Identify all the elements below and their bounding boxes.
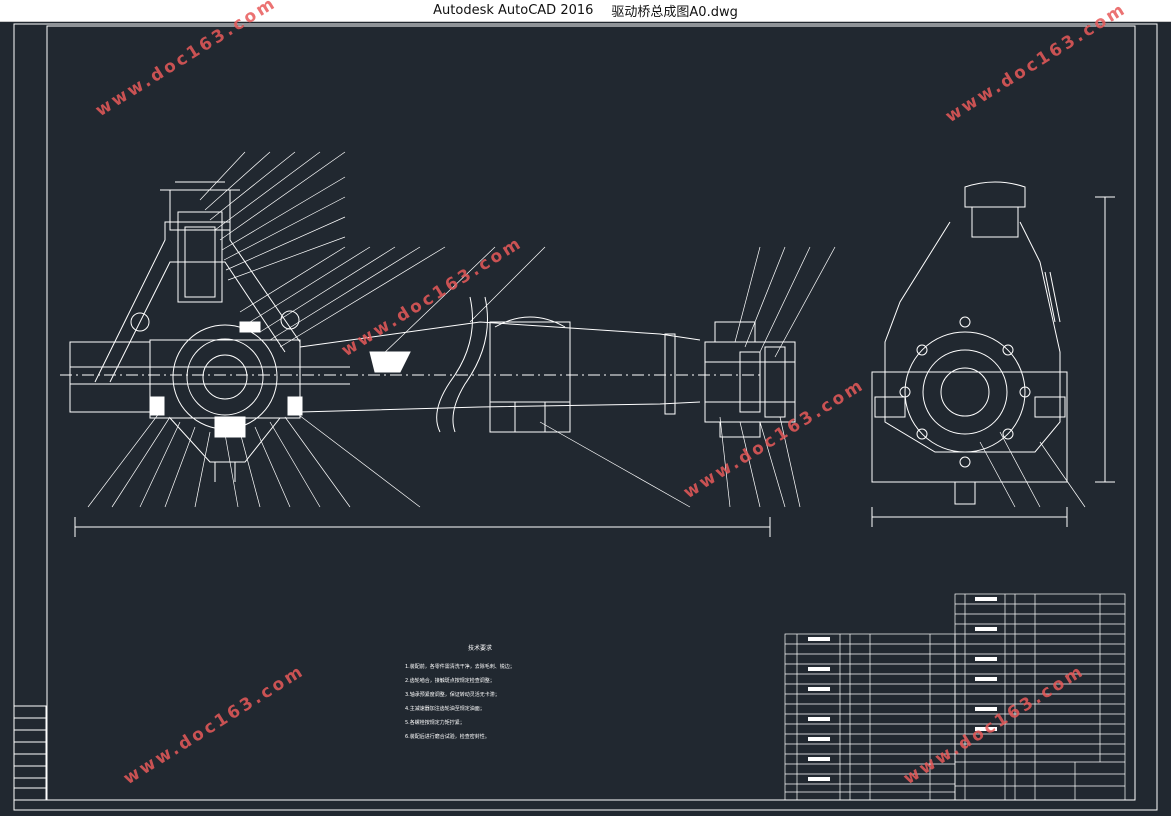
bom-table-left <box>784 633 956 801</box>
app-title: Autodesk AutoCAD 2016 <box>433 3 594 18</box>
notes-line-2: 2.齿轮啮合，接触斑点按规定检查调整； <box>405 677 495 684</box>
notes-line-4: 4.主减速器加注齿轮油至规定油面； <box>405 705 485 712</box>
axle-side-view <box>871 181 1115 527</box>
technical-notes: 技术要求 1.装配前，各零件需清洗干净，去除毛刺、锐边； 2.齿轮啮合，接触斑点… <box>405 644 515 740</box>
inner-frame <box>46 25 1136 801</box>
left-stamp-table <box>13 705 47 801</box>
leader-lines <box>87 151 836 508</box>
notes-title: 技术要求 <box>468 644 492 652</box>
file-name: 驱动桥总成图A0.dwg <box>611 5 738 20</box>
cad-drawing: 技术要求 1.装配前，各零件需清洗干净，去除毛刺、锐边； 2.齿轮啮合，接触斑点… <box>13 23 1158 811</box>
outer-frame <box>13 23 1158 811</box>
notes-line-6: 6.装配后进行磨合试验，检查密封性。 <box>405 733 490 740</box>
bom-cell-marks <box>808 597 997 781</box>
notes-line-3: 3.轴承预紧度调整，保证转动灵活无卡滞； <box>405 691 500 698</box>
bom-table-right <box>954 593 1126 801</box>
notes-line-5: 5.各螺栓按规定力矩拧紧； <box>405 719 465 726</box>
notes-line-1: 1.装配前，各零件需清洗干净，去除毛刺、锐边； <box>405 663 515 670</box>
window-title-bar: Autodesk AutoCAD 2016 驱动桥总成图A0.dwg <box>0 0 1171 22</box>
